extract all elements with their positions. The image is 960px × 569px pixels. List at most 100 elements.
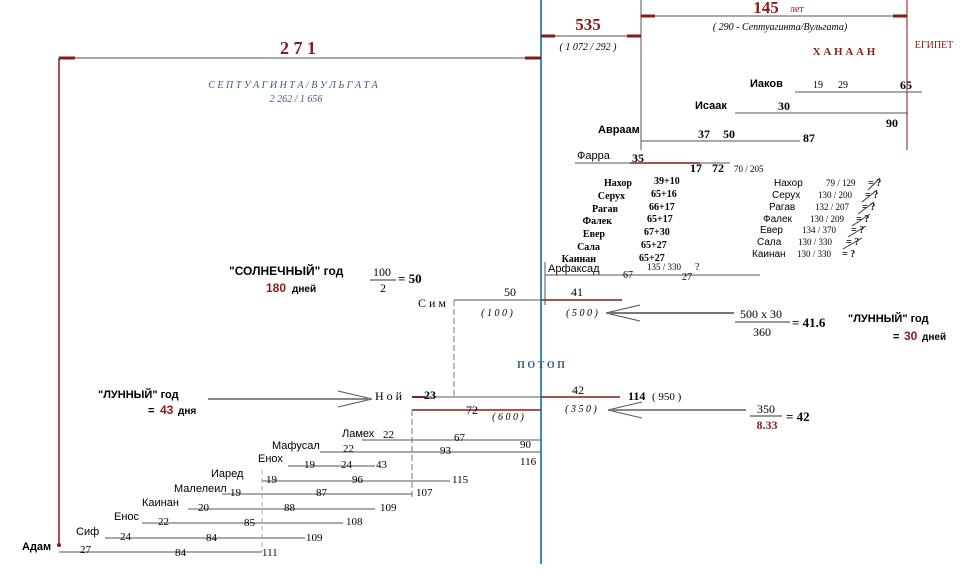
iakov-29: 29 [838, 80, 848, 91]
avraam-37: 37 [698, 127, 710, 141]
patriarch-adam: Адам 27 84 111 [22, 541, 278, 559]
isaak-30: 30 [778, 99, 790, 113]
arfaksad-67: 67 [623, 270, 633, 281]
adam-c: 111 [262, 547, 278, 559]
list-item: = ? [851, 225, 864, 236]
list-item: 130 / 209 [810, 214, 845, 224]
iared-a: 19 [266, 474, 278, 486]
list-item: Нахор [774, 178, 803, 189]
adam-b: 84 [175, 547, 187, 559]
noy-left-arrow-head [337, 390, 373, 408]
sim-arrow-head [605, 304, 641, 322]
lunar-r-days: дней [922, 332, 946, 343]
solar-frac-bot: 2 [380, 281, 386, 295]
enos-name: Енос [114, 511, 140, 523]
avraam-name: Авраам [598, 124, 640, 136]
noy-114: 114 [628, 389, 645, 403]
farra-35: 35 [632, 151, 644, 165]
sif-a: 24 [120, 531, 132, 543]
adam-name: Адам [22, 541, 51, 553]
sim-41: 41 [571, 285, 583, 299]
sif-name: Сиф [76, 526, 99, 538]
patriarch-enokh: Енох 19 24 43 [258, 453, 388, 471]
arfaksad-name: Арфаксад [548, 263, 600, 275]
lamekh-a: 22 [383, 429, 394, 441]
maleleil-c: 107 [416, 487, 433, 499]
list-item: 132 / 207 [815, 202, 850, 212]
list-item: 130 / 330 [798, 237, 833, 247]
list-item: 130 / 330 [797, 249, 832, 259]
kainan-name: Каинан [142, 497, 179, 509]
list-item: Фалек [763, 214, 793, 225]
mafusal-c: 116 [520, 456, 537, 468]
farra-17: 17 [690, 161, 702, 175]
farra-ratio: 70 / 205 [734, 164, 764, 174]
list-item: 65+16 [651, 189, 677, 200]
arfaksad-27: 27 [682, 272, 692, 283]
patriarch-maleleil: Малелеил 19 87 107 [174, 483, 433, 499]
farra-name: Фарра [577, 150, 611, 162]
span-145-unit: лет [790, 4, 804, 15]
span-271-label: 2 7 1 [280, 38, 316, 58]
iared-name: Иаред [211, 468, 244, 480]
adam-a: 27 [80, 544, 92, 556]
list-item: Евер [583, 229, 606, 240]
list-item: 66+17 [649, 202, 675, 213]
lamekh-c: 90 [520, 439, 532, 451]
postdiluvian-list-right: Нахор 79 / 129 = ? Серух 130 / 200 = ? Р… [752, 178, 881, 260]
list-item: Серух [598, 191, 625, 202]
maleleil-b: 87 [316, 487, 328, 499]
list-item: Серух [772, 190, 800, 201]
enokh-name: Енох [258, 453, 283, 465]
sif-c: 109 [306, 532, 323, 544]
solar-days-num: 180 [266, 281, 286, 295]
postdiluvian-list-left: Нахор 39+10 Серух 65+16 Рагав 66+17 Фале… [562, 176, 680, 265]
noy-right-arrow-head [607, 401, 643, 419]
solar-frac-top: 100 [373, 265, 391, 279]
solar-days: дней [292, 284, 316, 295]
solar-year-label: "СОЛНЕЧНЫЙ" год [229, 263, 344, 278]
list-item: 39+10 [654, 176, 680, 187]
list-item: = ? [862, 202, 875, 213]
iared-c: 115 [452, 474, 469, 486]
lunar-r-frac-bot: 360 [753, 325, 771, 339]
noy-600: ( 6 0 0 ) [492, 412, 524, 423]
noy-350: ( 3 5 0 ) [565, 404, 597, 415]
arfaksad-q: ? [695, 262, 700, 273]
list-item: 130 / 200 [818, 190, 853, 200]
kainan-a: 20 [198, 502, 210, 514]
flood-label: П О Т О П [517, 360, 565, 371]
list-item: Рагав [769, 202, 795, 213]
lunar2-frac-top: 350 [757, 402, 775, 416]
patriarch-mafusal: Мафусал 22 93 116 [272, 440, 541, 468]
list-item: Сала [577, 242, 600, 253]
patriarch-lamekh: Ламех 22 67 90 [342, 428, 541, 451]
enos-a: 22 [158, 516, 169, 528]
span-145-sub: ( 290 - Септуагинта/Вульгата) [713, 22, 848, 33]
list-item: = ? [842, 249, 855, 260]
enokh-c: 43 [376, 459, 388, 471]
lunar-r-days-num: 30 [904, 329, 918, 343]
sif-b: 84 [206, 532, 218, 544]
mafusal-a: 22 [343, 443, 354, 455]
lamekh-b: 67 [454, 432, 466, 444]
list-item: Каинан [562, 254, 597, 265]
iakov-name: Иаков [750, 78, 783, 90]
arfaksad-ratio: 135 / 330 [647, 262, 682, 272]
farra-72: 72 [712, 161, 724, 175]
patriarch-iared: Иаред 19 96 115 [211, 468, 469, 486]
span-535-label: 535 [575, 15, 601, 34]
list-item: Сала [757, 237, 782, 248]
isaak-90: 90 [886, 116, 898, 130]
list-item: Фалек [583, 216, 613, 227]
lunar-r-label: "ЛУННЫЙ" год [848, 312, 929, 325]
noy-42: 42 [572, 383, 584, 397]
patriarch-kainan: Каинан 20 88 109 [142, 497, 397, 514]
iared-b: 96 [352, 474, 364, 486]
lunar-l-eq: = [148, 405, 154, 417]
lunar2-frac-bot: 8.33 [757, 418, 778, 432]
enokh-a: 19 [304, 459, 316, 471]
patriarch-enos: Енос 22 85 108 [114, 511, 363, 529]
